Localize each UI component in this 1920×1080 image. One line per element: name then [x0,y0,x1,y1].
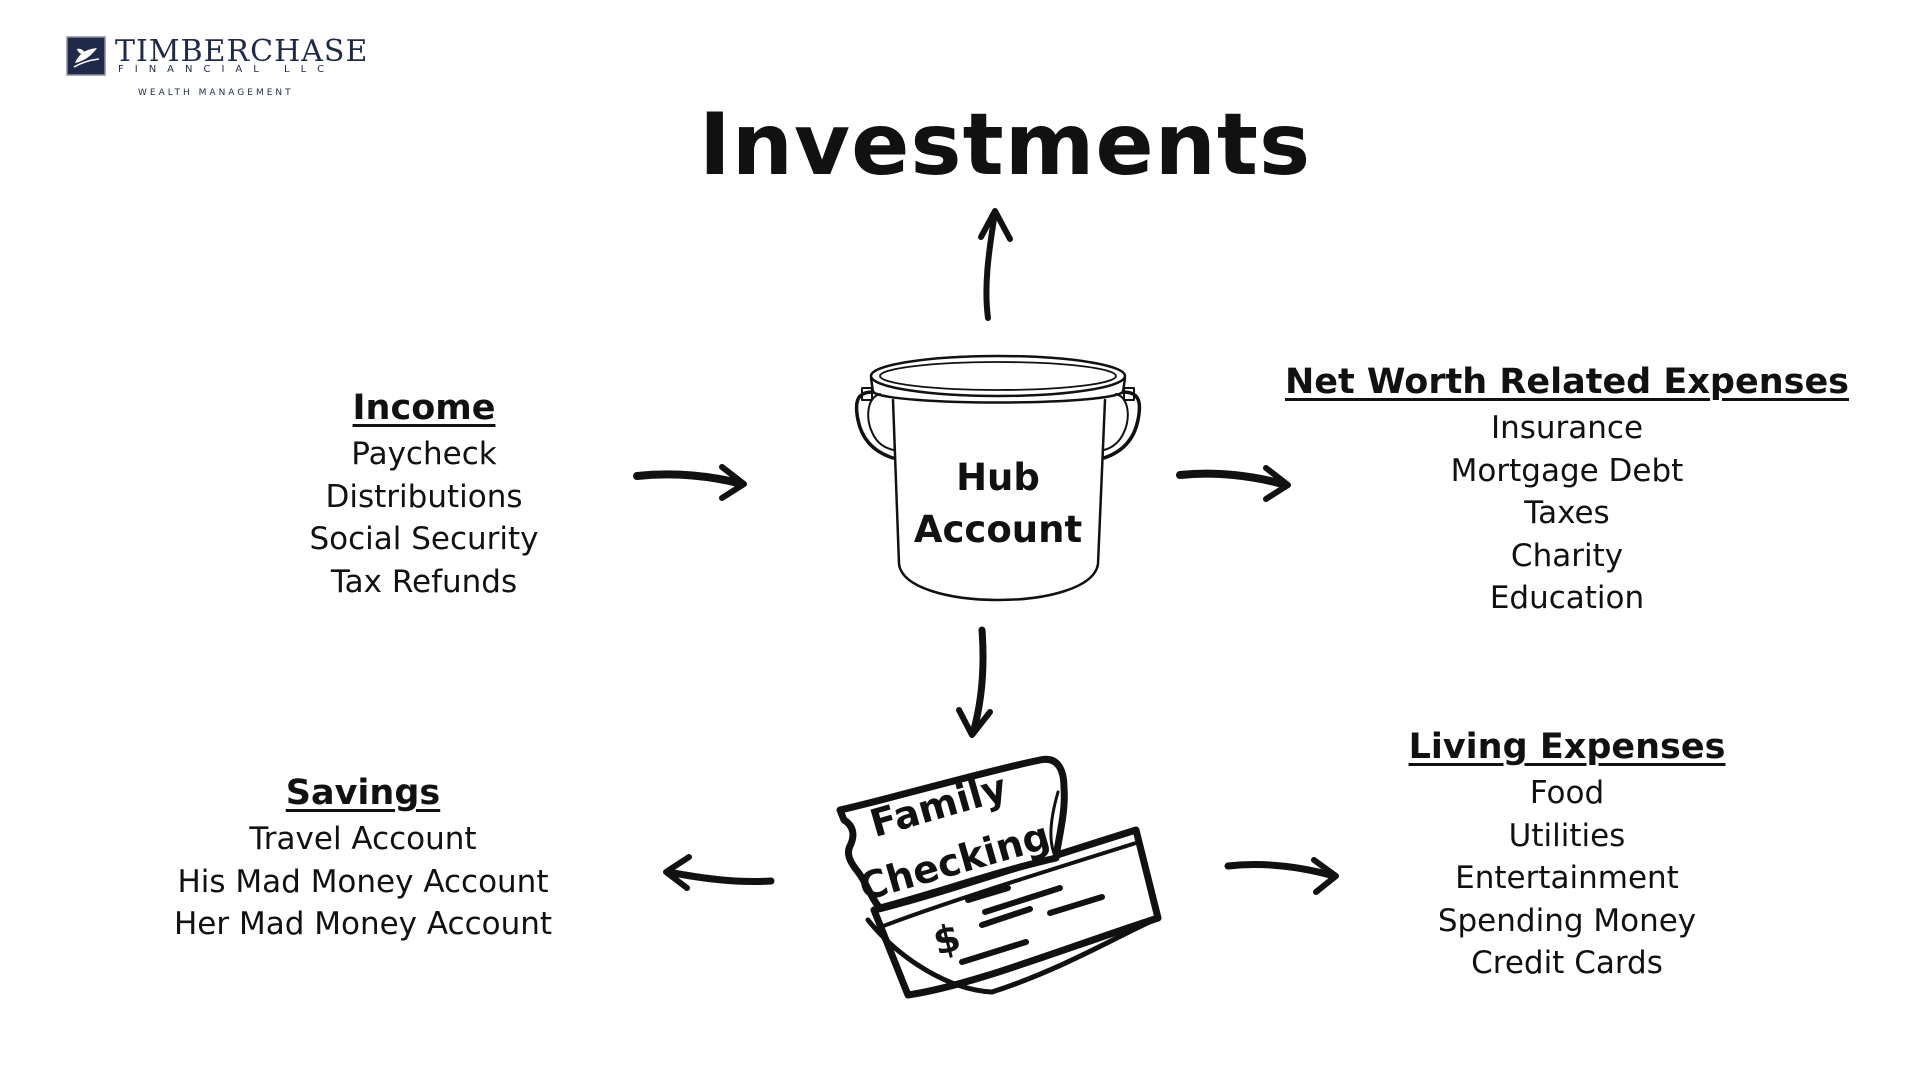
savings-heading: Savings [174,768,552,818]
arrow-income-to-hub [637,467,744,498]
list-item: Paycheck [309,433,538,476]
savings-list: Travel Account His Mad Money Account Her… [174,818,552,946]
list-item: Education [1285,577,1849,620]
arrow-checking-to-savings [666,857,771,888]
hub-label-line2: Account [914,508,1082,551]
hub-label-line1: Hub [956,456,1040,499]
list-item: Spending Money [1409,900,1726,943]
list-item: Food [1409,772,1726,815]
living-expenses-group: Living Expenses Food Utilities Entertain… [1409,722,1726,985]
list-item: Charity [1285,535,1849,578]
income-list: Paycheck Distributions Social Security T… [309,433,538,603]
list-item: Utilities [1409,815,1726,858]
list-item: Insurance [1285,407,1849,450]
net-worth-expenses-group: Net Worth Related Expenses Insurance Mor… [1285,357,1849,620]
list-item: His Mad Money Account [174,861,552,904]
list-item: Entertainment [1409,857,1726,900]
arrow-up-to-investments [981,211,1010,318]
list-item: Social Security [309,518,538,561]
list-item: Travel Account [174,818,552,861]
list-item: Credit Cards [1409,942,1726,985]
living-list: Food Utilities Entertainment Spending Mo… [1409,772,1726,985]
savings-group: Savings Travel Account His Mad Money Acc… [174,768,552,946]
net-worth-list: Insurance Mortgage Debt Taxes Charity Ed… [1285,407,1849,620]
list-item: Taxes [1285,492,1849,535]
net-worth-heading: Net Worth Related Expenses [1285,357,1849,407]
list-item: Mortgage Debt [1285,450,1849,493]
list-item: Her Mad Money Account [174,903,552,946]
income-heading: Income [309,383,538,433]
arrow-checking-to-living [1228,860,1336,892]
living-heading: Living Expenses [1409,722,1726,772]
arrow-hub-to-net-worth [1180,468,1288,499]
list-item: Tax Refunds [309,561,538,604]
income-group: Income Paycheck Distributions Social Sec… [309,383,538,603]
list-item: Distributions [309,476,538,519]
arrow-hub-to-checking [959,630,990,735]
